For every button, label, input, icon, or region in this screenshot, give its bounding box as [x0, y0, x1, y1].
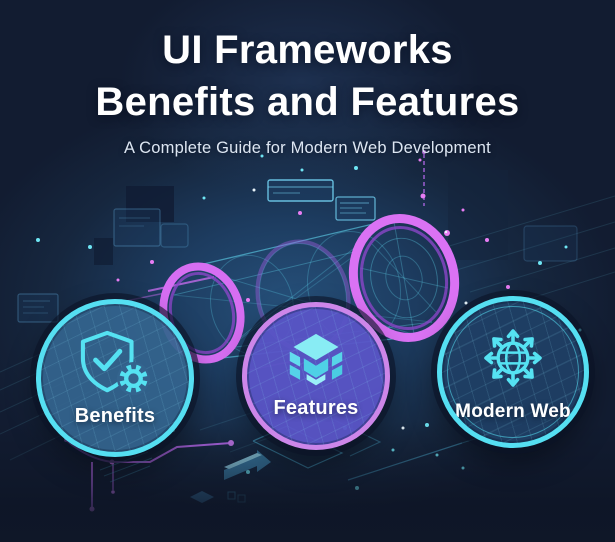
globe-expand-icon	[484, 328, 542, 387]
isometric-arrow	[224, 450, 271, 480]
page-subtitle: A Complete Guide for Modern Web Developm…	[124, 139, 491, 157]
badge-modern-web: Modern Web	[437, 296, 589, 448]
title-line-1: UI Frameworks	[162, 28, 453, 72]
badge-benefits-label: Benefits	[74, 405, 156, 427]
badge-features-label: Features	[273, 397, 359, 419]
title-line-2: Benefits and Features	[95, 80, 520, 124]
page-title: UI Frameworks Benefits and Features	[0, 24, 615, 128]
badge-benefits: Benefits	[36, 299, 194, 457]
badge-modern-web-label: Modern Web	[455, 400, 571, 422]
panel-window-6	[160, 223, 189, 248]
panel-window-1	[267, 179, 334, 202]
shield-check-gear-icon	[80, 330, 150, 396]
header: UI Frameworks Benefits and Features A Co…	[0, 0, 615, 158]
rhombus-node	[190, 491, 214, 503]
cylinder-wireframe	[125, 214, 460, 371]
panel-window-2	[335, 196, 376, 221]
badge-features: Features	[242, 302, 390, 450]
panel-window-3	[113, 208, 161, 247]
panel-window-5	[523, 225, 578, 262]
cylinder-right-ring	[348, 214, 460, 342]
gear-icon	[116, 362, 150, 396]
dark-patches	[94, 170, 508, 265]
isometric-cube-icon	[289, 333, 343, 386]
